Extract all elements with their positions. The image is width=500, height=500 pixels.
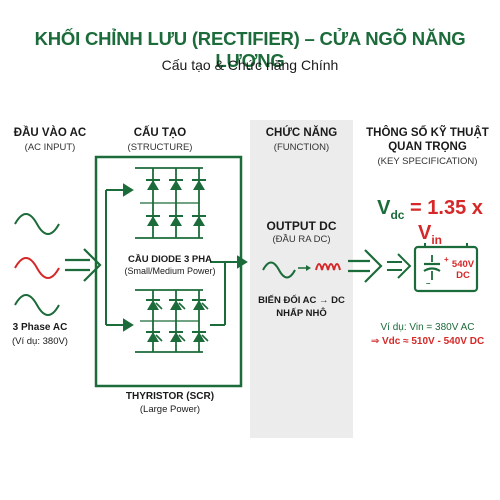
function-heading: CHỨC NĂNG [265, 127, 338, 139]
branch-arrows [105, 183, 134, 332]
formula-in: in [431, 233, 442, 247]
thyristor-sub: (Large Power) [139, 404, 201, 415]
phase-1-wave-icon [14, 213, 60, 235]
capacitor-icon: + – [413, 243, 479, 293]
diode-bridge-sub: (Small/Medium Power) [124, 266, 216, 276]
svg-text:–: – [426, 279, 431, 288]
input-label: 3 Phase AC [12, 322, 68, 333]
diode-bridge-icon [135, 167, 203, 239]
structure-box [94, 155, 243, 388]
input-arrow-icon [65, 248, 102, 282]
diode-bridge-label: CẦU DIODE 3 PHA [128, 254, 212, 265]
page-subtitle: Cấu tạo & Chức năng Chính [161, 57, 339, 73]
structure-heading: CẤU TẠO [133, 127, 187, 139]
phase-2-wave-icon [14, 257, 60, 279]
formula: Vdc = 1.35 x Vin [365, 197, 495, 247]
phase-3-wave-icon [14, 294, 60, 316]
spec-heading-line2: QUAN TRỌNG [388, 141, 467, 153]
thyristor-label: THYRISTOR (SCR) [125, 391, 215, 402]
page-title: KHỐI CHỈNH LƯU (RECTIFIER) – CỬA NGÕ NĂN… [34, 28, 466, 71]
capacitor-voltage-label: 540V DC [451, 259, 475, 281]
function-heading-sub: (FUNCTION) [273, 142, 330, 153]
formula-dc: dc [390, 208, 405, 222]
formula-eq: = 1.35 x V [410, 197, 483, 244]
spec-result: ⇒ Vdc ≈ 510V - 540V DC [370, 336, 485, 347]
input-heading: ĐẦU VÀO AC [13, 127, 87, 139]
spec-example: Ví dụ: Vin = 380V AC [380, 322, 475, 333]
spec-heading-sub: (KEY SPECIFICATION) [377, 156, 478, 167]
structure-output-arrows [210, 255, 248, 326]
capacitor-arrow-icon [387, 253, 412, 279]
output-dc-sub: (ĐẦU RA DC) [272, 234, 331, 245]
spec-heading-line1: THÔNG SỐ KỸ THUẬT [366, 127, 489, 139]
formula-v: V [377, 197, 391, 219]
input-example: (Ví dụ: 380V) [12, 336, 68, 347]
function-desc-line1: BIẾN ĐỔI AC → DC [258, 295, 345, 306]
function-column-background [250, 120, 353, 438]
input-heading-sub: (AC INPUT) [24, 142, 76, 153]
structure-heading-sub: (STRUCTURE) [127, 142, 193, 153]
function-desc-line2: NHẤP NHÔ [276, 308, 327, 319]
output-arrow-icon [348, 249, 383, 283]
svg-text:+: + [444, 255, 449, 264]
output-dc-label: OUTPUT DC [266, 219, 337, 233]
output-waveform-icon [262, 261, 341, 279]
